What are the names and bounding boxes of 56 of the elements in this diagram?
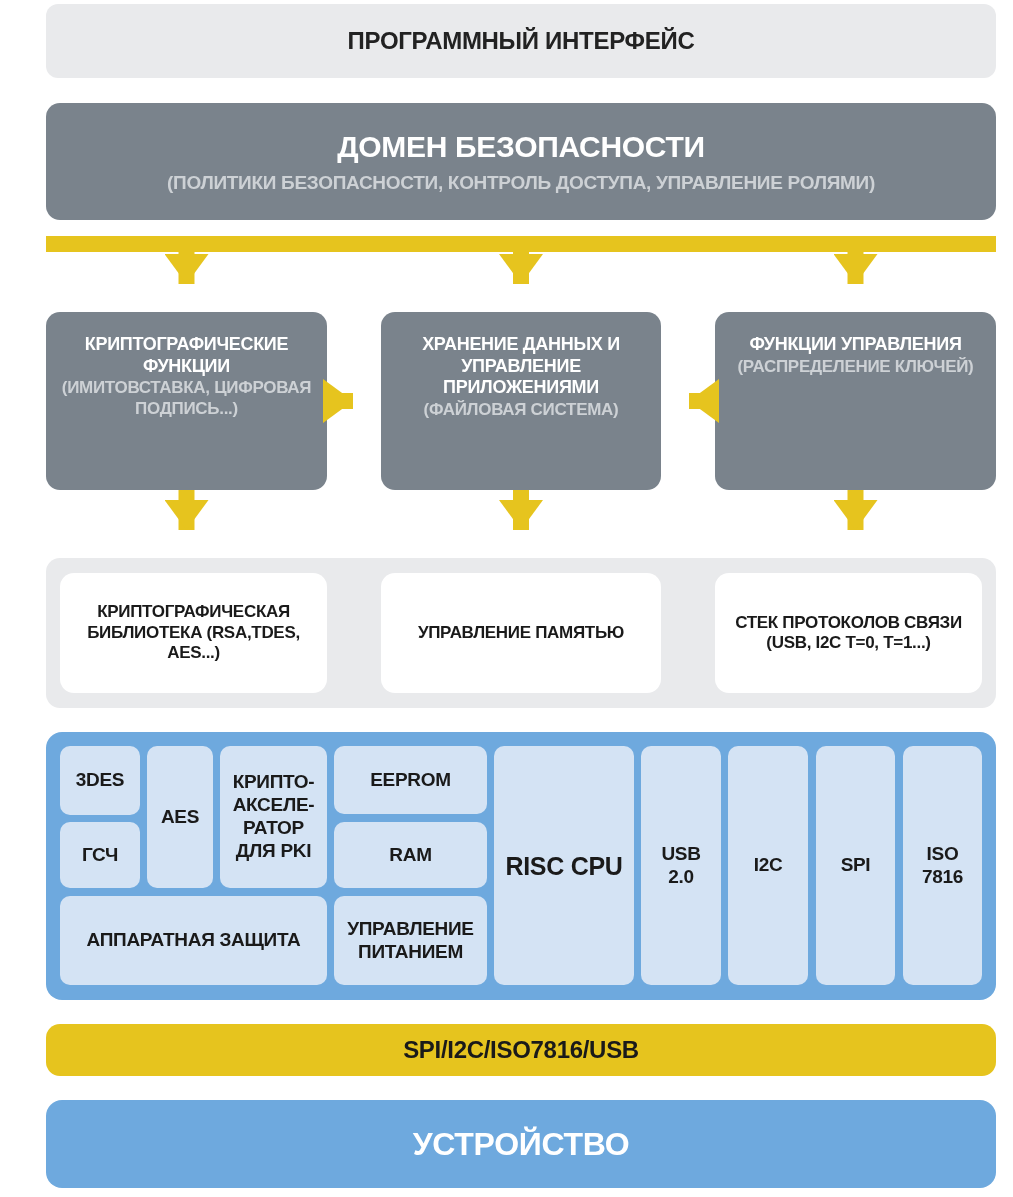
block-title: AES [160, 805, 200, 829]
block-title: ХРАНЕНИЕ ДАННЫХ И УПРАВЛЕНИЕ ПРИЛОЖЕНИЯМИ [421, 334, 621, 399]
arrow [164, 252, 209, 284]
arrow [689, 379, 719, 423]
hardware-block [60, 896, 327, 985]
block-title: ФУНКЦИИ УПРАВЛЕНИЯ [749, 334, 962, 356]
block-subtitle: (РАСПРЕДЕЛЕНИЕ КЛЮЧЕЙ) [737, 355, 974, 377]
block-title: EEPROM [370, 768, 451, 792]
block-subtitle: (ПОЛИТИКИ БЕЗОПАСНОСТИ, КОНТРОЛЬ ДОСТУПА, УПРАВЛЕНИЕ РОЛЯМИ) [167, 170, 875, 195]
block-title: КРИПТОГРАФИЧЕСКИЕ ФУНКЦИИ [83, 334, 290, 378]
function-box [381, 312, 661, 490]
function-box [715, 312, 996, 490]
arrow [833, 252, 878, 284]
hardware-block [334, 896, 487, 985]
hardware-block [60, 746, 140, 815]
arrow [323, 379, 353, 423]
block-title: УПРАВЛЕНИЕ ПИТАНИЕМ [346, 917, 475, 964]
block-title: ГСЧ [81, 843, 119, 867]
arrow [499, 252, 543, 284]
block-title: ПРОГРАММНЫЙ ИНТЕРФЕЙС [347, 26, 695, 56]
block-title: КРИПТОГРАФИЧЕСКАЯ БИБЛИОТЕКА (RSA,TDES, AES...) [86, 602, 301, 664]
block-title: RAM [389, 843, 432, 867]
cpu-block [494, 746, 634, 985]
hardware-block [60, 822, 140, 888]
block-subtitle: (ИМИТОВСТАВКА, ЦИФРОВАЯ ПОДПИСЬ...) [60, 377, 313, 420]
block-title: I2C [753, 854, 783, 877]
hardware-block [816, 746, 895, 985]
distribution-bar [46, 236, 996, 252]
block-title: КРИПТО- АКСЕЛЕ- РАТОР ДЛЯ PKI [231, 771, 316, 863]
hardware-block [220, 746, 327, 888]
block-title: ДОМЕН БЕЗОПАСНОСТИ [337, 128, 705, 165]
hardware-block [334, 822, 487, 888]
hardware-block [903, 746, 982, 985]
hardware-panel [46, 732, 996, 1000]
device-band [46, 1100, 996, 1188]
block-title: RISC CPU [505, 850, 623, 881]
hardware-block [641, 746, 721, 985]
block-title: ISO 7816 [920, 842, 965, 889]
block-title: 3DES [75, 769, 125, 792]
hardware-block [147, 746, 213, 888]
block-title: АППАРАТНАЯ ЗАЩИТА [86, 929, 301, 952]
arrow [164, 490, 209, 530]
arrow [833, 490, 878, 530]
hardware-block [728, 746, 808, 985]
bus-band [46, 1024, 996, 1076]
block-subtitle: (ФАЙЛОВАЯ СИСТЕМА) [423, 398, 619, 421]
block-title: SPI [840, 854, 871, 877]
block-title: SPI/I2C/ISO7816/USB [403, 1035, 639, 1065]
block-title: СТЕК ПРОТОКОЛОВ СВЯЗИ (USB, I2C T=0, T=1...) [734, 612, 963, 654]
block-title: USB 2.0 [660, 842, 702, 889]
arrow [499, 490, 543, 530]
function-box [46, 312, 327, 490]
block-title: УПРАВЛЕНИЕ ПАМЯТЬЮ [417, 622, 625, 644]
hardware-block [334, 746, 487, 814]
domain-box [46, 103, 996, 220]
block-title: УСТРОЙСТВО [412, 1124, 630, 1164]
